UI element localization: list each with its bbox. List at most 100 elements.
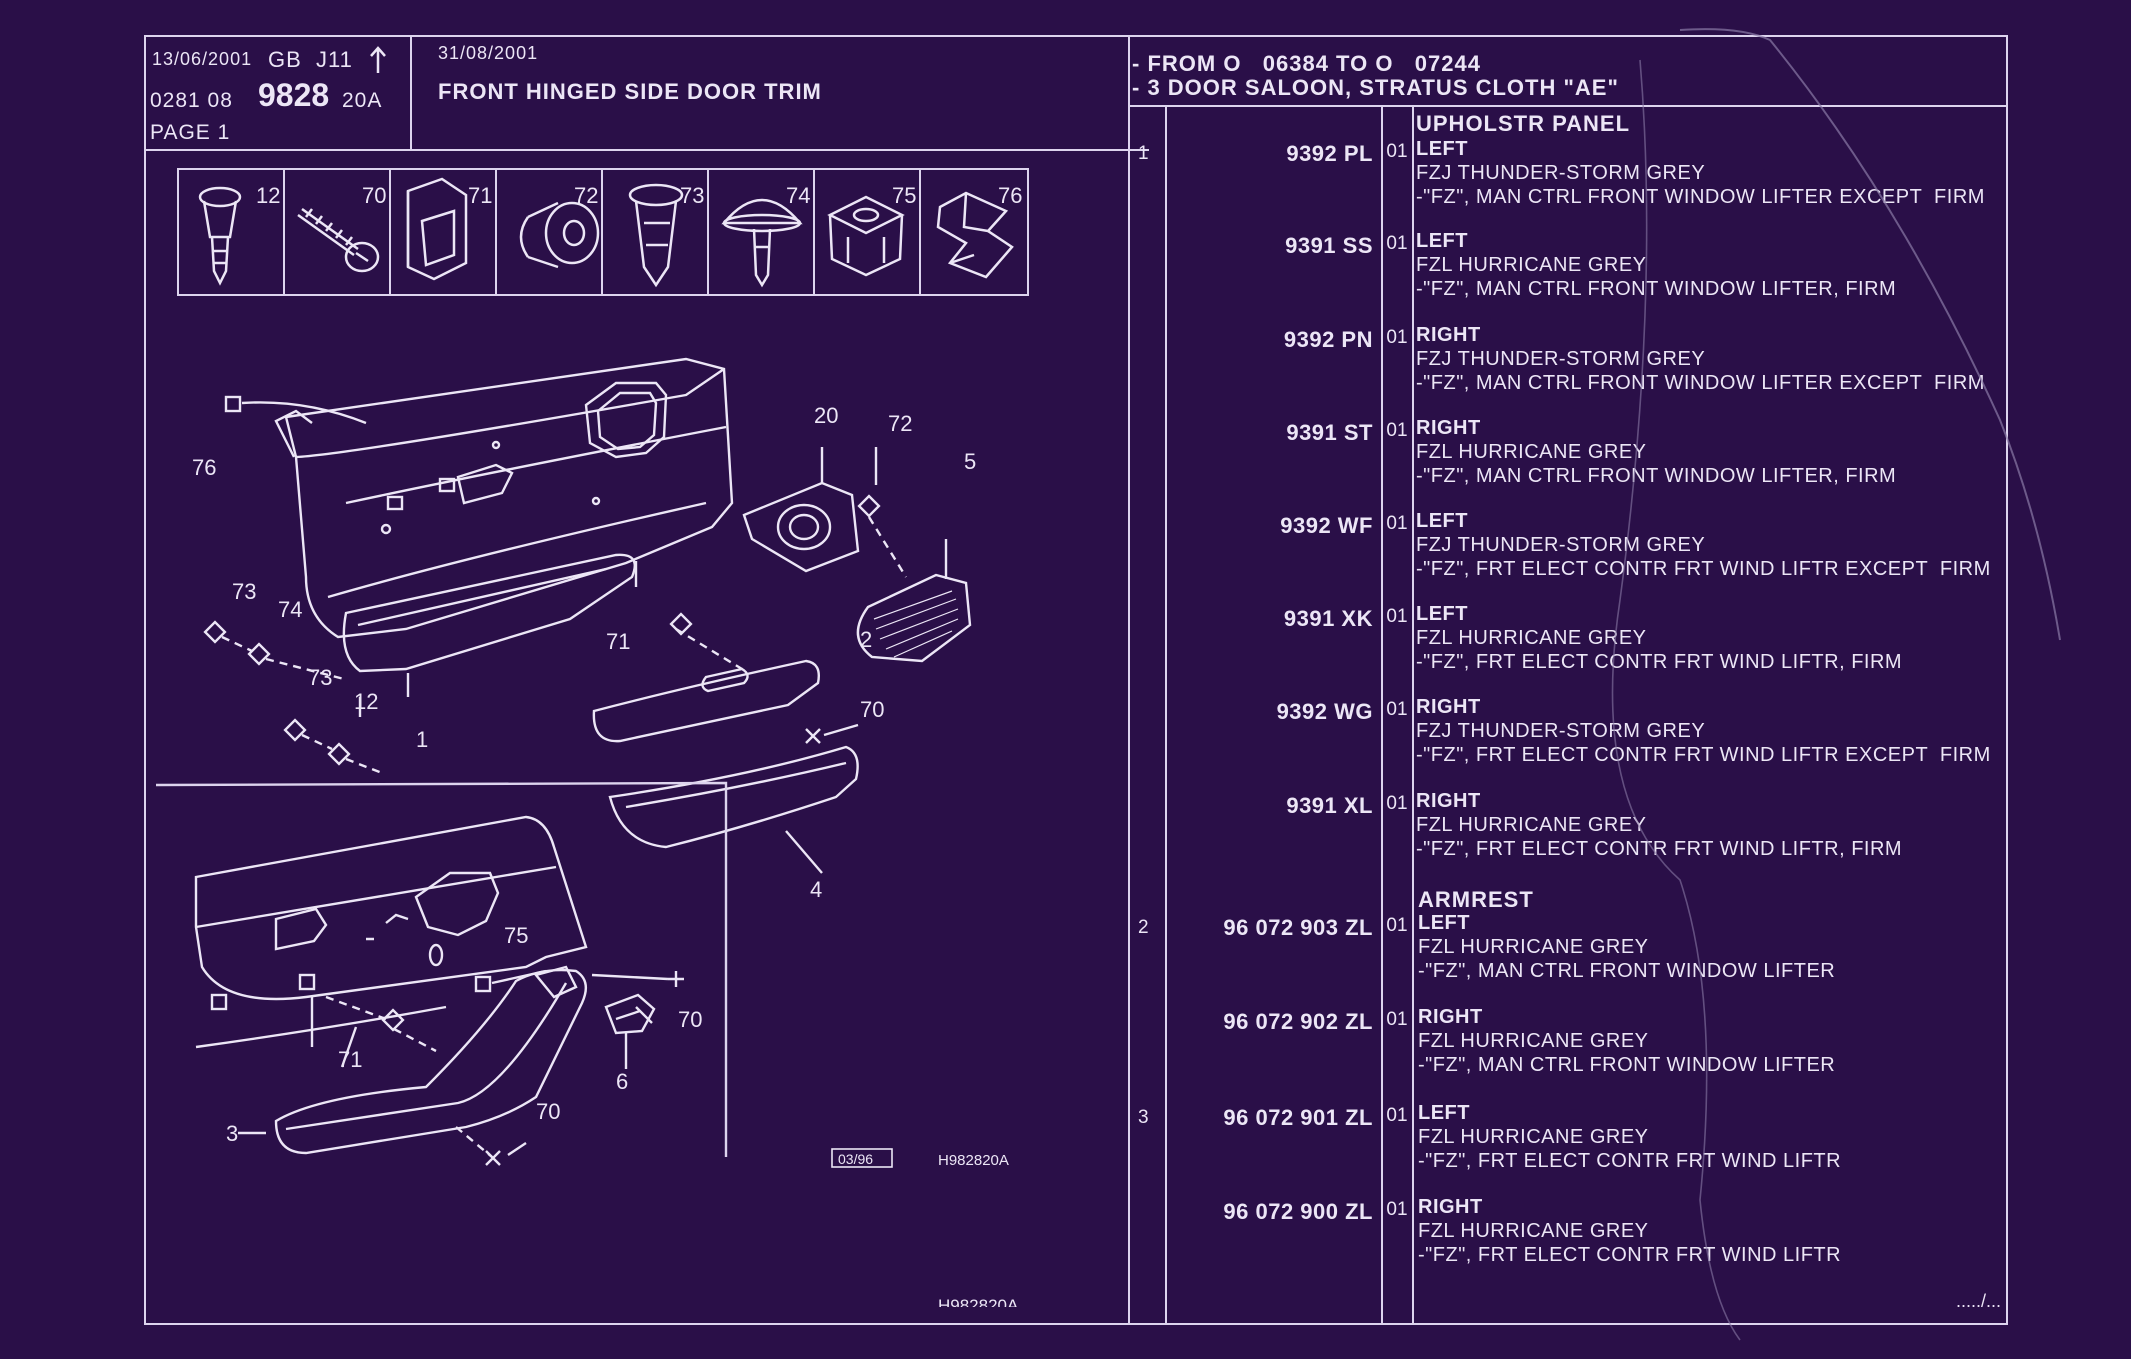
callout-3: 3 [226,1121,238,1146]
quantity: 01 [1386,915,1408,936]
callout-73: 73 [232,579,256,604]
side: LEFT [1418,912,1470,934]
quantity: 01 [1386,141,1408,162]
callout-72: 72 [888,411,912,436]
door-panel-outline [284,357,734,639]
quantity: 01 [1386,699,1408,720]
qty-col-divider [1381,105,1383,1323]
side: RIGHT [1416,696,1481,718]
part-number: 96 072 903 ZL [1223,915,1373,940]
page-number: PAGE 1 [150,121,231,144]
side: RIGHT [1416,417,1481,439]
quantity: 01 [1386,1105,1408,1126]
colour: FZL HURRICANE GREY [1416,814,1647,836]
fastener-legend: 12 70 71 72 73 74 75 76 [177,168,1029,296]
callout-70: 70 [860,697,884,722]
colour: FZL HURRICANE GREY [1416,254,1647,276]
variant-line: - 3 DOOR SALOON, STRATUS CLOTH "AE" [1132,75,1619,100]
fastener-icon-76 [936,191,1014,279]
part-number: 9391 XL [1286,793,1373,818]
right-header-divider [1128,105,2008,107]
ref-col-divider [1165,105,1167,1323]
colour: FZJ THUNDER-STORM GREY [1416,348,1706,370]
fastener-icon-71 [406,177,468,281]
part-description: RIGHT FZJ THUNDER-STORM GREY -"FZ", MAN … [1416,323,1985,395]
callout-1: 1 [416,727,428,752]
fastener-label: 76 [998,183,1022,208]
part-description: RIGHT FZL HURRICANE GREY -"FZ", FRT ELEC… [1418,1195,1841,1267]
fastener-label: 74 [786,183,810,208]
fastener-label: 12 [256,183,280,208]
quantity: 01 [1386,513,1408,534]
callout-20: 20 [814,403,838,428]
callout-5: 5 [964,449,976,474]
armrest-4 [608,745,859,849]
fastener-label: 71 [468,183,492,208]
colour: FZL HURRICANE GREY [1418,936,1649,958]
ref-suffix: 20A [342,89,383,112]
fitment-note: -"FZ", MAN CTRL FRONT WINDOW LIFTER EXCE… [1416,186,1985,208]
door-handle-recess [456,463,514,505]
colour: FZL HURRICANE GREY [1418,1220,1649,1242]
ref-number: 2 [1138,917,1149,938]
side: LEFT [1416,603,1468,625]
side: LEFT [1416,138,1468,160]
callout-75: 75 [504,923,528,948]
part-description: LEFT FZJ THUNDER-STORM GREY -"FZ", FRT E… [1416,509,1991,581]
side: LEFT [1416,230,1468,252]
fastener-label: 75 [892,183,916,208]
continuation-mark: ...../... [1956,1291,2002,1311]
colour: FZL HURRICANE GREY [1418,1030,1649,1052]
colour: FZJ THUNDER-STORM GREY [1416,720,1706,742]
part-number: 9392 PL [1286,141,1373,166]
quantity: 01 [1386,1199,1408,1220]
quantity: 01 [1386,1009,1408,1030]
lower-door-panel [194,815,588,1001]
fastener-icon-74 [721,198,803,288]
page-title: FRONT HINGED SIDE DOOR TRIM [438,79,822,104]
side: LEFT [1416,510,1468,532]
part-number: 96 072 902 ZL [1223,1009,1373,1034]
section-heading-upholstery: UPHOLSTR PANEL [1416,111,1631,136]
quantity: 01 [1386,606,1408,627]
part-description: LEFT FZL HURRICANE GREY -"FZ", MAN CTRL … [1416,229,1896,301]
ref-number: 1 [1138,143,1149,164]
header-col-divider [410,37,412,149]
quantity: 01 [1386,327,1408,348]
fitment-note: -"FZ", FRT ELECT CONTR FRT WIND LIFTR [1418,1244,1842,1266]
side: LEFT [1418,1102,1470,1124]
speaker-opening [584,381,668,459]
side: RIGHT [1418,1196,1483,1218]
parts-sheet: 13/06/2001 GB J11 0281 08 9828 20A PAGE … [144,35,2008,1325]
part-description: RIGHT FZL HURRICANE GREY -"FZ", MAN CTRL… [1418,1005,1835,1077]
part-number: 9391 ST [1286,420,1373,445]
fitment-note: -"FZ", MAN CTRL FRONT WINDOW LIFTER, FIR… [1416,278,1897,300]
fitment-note: -"FZ", FRT ELECT CONTR FRT WIND LIFTR, F… [1416,651,1903,673]
part-number: 96 072 901 ZL [1223,1105,1373,1130]
door-pocket [342,553,636,673]
ref-prefix: 0281 08 [150,89,233,112]
callout-71: 71 [606,629,630,654]
part-number: 9392 PN [1283,327,1373,352]
part-description: LEFT FZJ THUNDER-STORM GREY -"FZ", MAN C… [1416,137,1985,209]
up-arrow-icon [370,46,386,73]
serial-range: - FROM O 06384 TO O 07244 [1132,51,1481,76]
fastener-label: 70 [362,183,386,208]
colour: FZJ THUNDER-STORM GREY [1416,162,1706,184]
side: RIGHT [1416,324,1481,346]
callout-70: 70 [678,1007,702,1032]
fitment-note: -"FZ", MAN CTRL FRONT WINDOW LIFTER [1418,1054,1836,1076]
fitment-note: -"FZ", FRT ELECT CONTR FRT WIND LIFTR, F… [1416,838,1903,860]
fitment-note: -"FZ", MAN CTRL FRONT WINDOW LIFTER, FIR… [1416,465,1897,487]
part-number: 9391 XK [1283,606,1373,631]
part-number: 9392 WG [1276,699,1373,724]
callout-12: 12 [354,689,378,714]
quantity: 01 [1386,420,1408,441]
fastener-label: 72 [574,183,598,208]
callout-74: 74 [278,597,302,622]
diagram-footer-date: 03/96 [838,1151,873,1167]
part-number: 9392 WF [1280,513,1373,538]
colour: FZL HURRICANE GREY [1418,1126,1649,1148]
door-trim-diagram: 76 73 74 73 12 1 71 2 70 20 72 5 4 75 70… [155,357,1019,1307]
part-description: LEFT FZL HURRICANE GREY -"FZ", FRT ELECT… [1416,602,1902,674]
